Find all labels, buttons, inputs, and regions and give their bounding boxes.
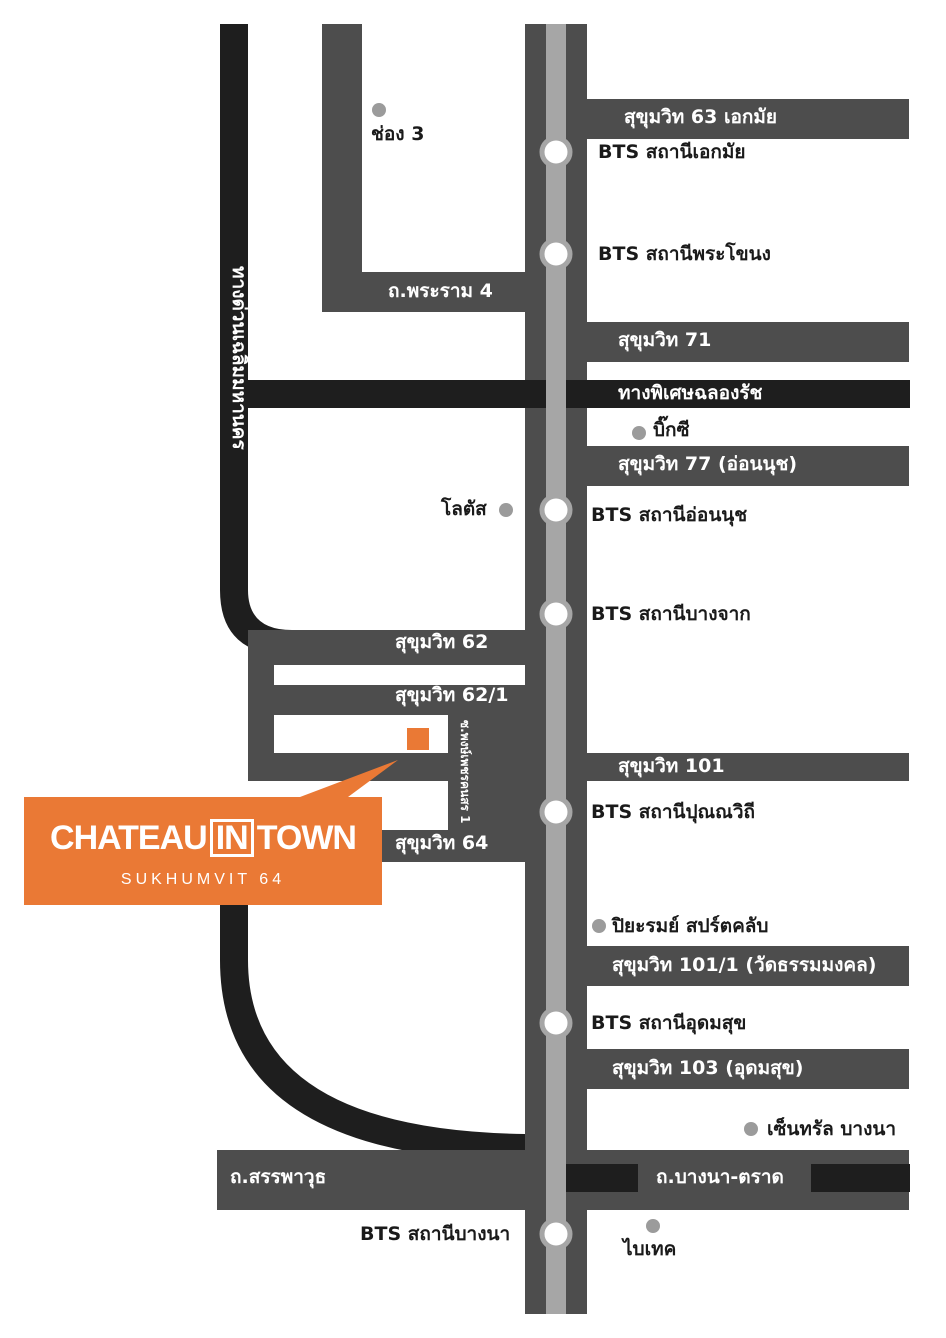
label-phoemsinthon-soi: ซ.พงษ์เพชรคนสร 1 [458,720,472,824]
label-sukhumvit62: สุขุมวิท 62 [395,631,489,653]
label-chaloem-expressway: ทางด่วนเฉลิมมหานคร [228,266,250,450]
label-chalong-rat: ทางพิเศษฉลองรัช [618,382,763,404]
label-sukhumvit101: สุขุมวิท 101 [618,755,725,777]
label-landmark-bitec: ไบเทค [623,1238,677,1260]
sukhumvit77-road [587,446,909,486]
brand-name-box: IN [209,819,254,858]
sukhumvit63-road [587,99,909,139]
station-on-nut-marker [539,493,573,527]
landmark-dots [372,103,758,1233]
label-bangna-trad: ถ.บางนา-ตราด [656,1166,784,1188]
label-station-bang-na: BTS สถานีบางนา [360,1223,511,1245]
label-landmark-lotus: โลตัส [441,498,487,520]
sukhumvit101-road [587,753,909,781]
phoemsinthon-soi-road [448,715,476,830]
chalong-rat-expressway [248,380,546,408]
label-station-phra-khanong: BTS สถานีพระโขนง [598,243,771,265]
label-sukhumvit62-1: สุขุมวิท 62/1 [395,684,509,706]
station-ekkamai-marker [539,135,573,169]
station-udom-suk-marker [539,1006,573,1040]
station-bang-chak-marker [539,597,573,631]
sukhumvit101-1-road [587,946,909,986]
label-sanphawut: ถ.สรรพาวุธ [230,1166,327,1188]
station-phra-khanong-marker [539,237,573,271]
label-station-punnawithi: BTS สถานีปุณณวิถี [591,801,755,823]
label-sukhumvit63: สุขุมวิท 63 เอกมัย [624,106,778,128]
chaloem-expressway-lower [220,895,525,1162]
label-station-ekkamai: BTS สถานีเอกมัย [598,141,746,163]
landmark-piyarom-dot [592,919,606,933]
sukhumvit64-road [382,830,525,858]
bangna-trad-expressway-east [811,1164,910,1192]
station-bang-na-marker [539,1217,573,1251]
landmark-bigc-dot [632,426,646,440]
label-sukhumvit101-1: สุขุมวิท 101/1 (วัดธรรมมงคล) [612,954,877,976]
label-sukhumvit64: สุขุมวิท 64 [395,832,489,854]
label-sukhumvit77: สุขุมวิท 77 (อ่อนนุช) [618,453,798,475]
label-station-on-nut: BTS สถานีอ่อนนุช [591,504,748,526]
brand-callout-pointer [300,760,398,797]
brand-subtitle: SUKHUMVIT 64 [120,871,286,888]
label-sukhumvit103: สุขุมวิท 103 (อุดมสุข) [612,1057,804,1079]
label-landmark-bigc: บิ๊กซี [653,419,690,441]
bts-stations [539,135,573,1251]
bts-line [546,24,566,1314]
sukhumvit103-road [587,1049,909,1089]
project-location-marker [407,728,429,750]
label-sukhumvit71: สุขุมวิท 71 [618,329,712,351]
brand-name-part2: TOWN [256,819,357,857]
rama4-road [322,24,525,312]
bangna-trad-expressway [566,1164,638,1192]
chalong-rat-expressway-east [566,380,910,408]
brand-name-part1: CHATEAU [50,819,208,857]
label-station-udom-suk: BTS สถานีอุดมสุข [591,1012,747,1034]
landmark-lotus-dot [499,503,513,517]
label-rama4: ถ.พระราม 4 [388,280,493,302]
label-landmark-channel3: ช่อง 3 [371,123,425,145]
station-punnawithi-marker [539,795,573,829]
label-landmark-central: เซ็นทรัล บางนา [767,1118,897,1140]
landmark-bitec-dot [646,1219,660,1233]
sanphawut-road [217,1150,525,1210]
chaloem-expressway-road [220,24,342,656]
label-landmark-piyarom: ปิยะรมย์ สปร์ตคลับ [612,915,769,937]
landmark-channel3-dot [372,103,386,117]
landmark-central-dot [744,1122,758,1136]
label-station-bang-chak: BTS สถานีบางจาก [591,603,751,625]
sukhumvit71-road [587,322,909,362]
